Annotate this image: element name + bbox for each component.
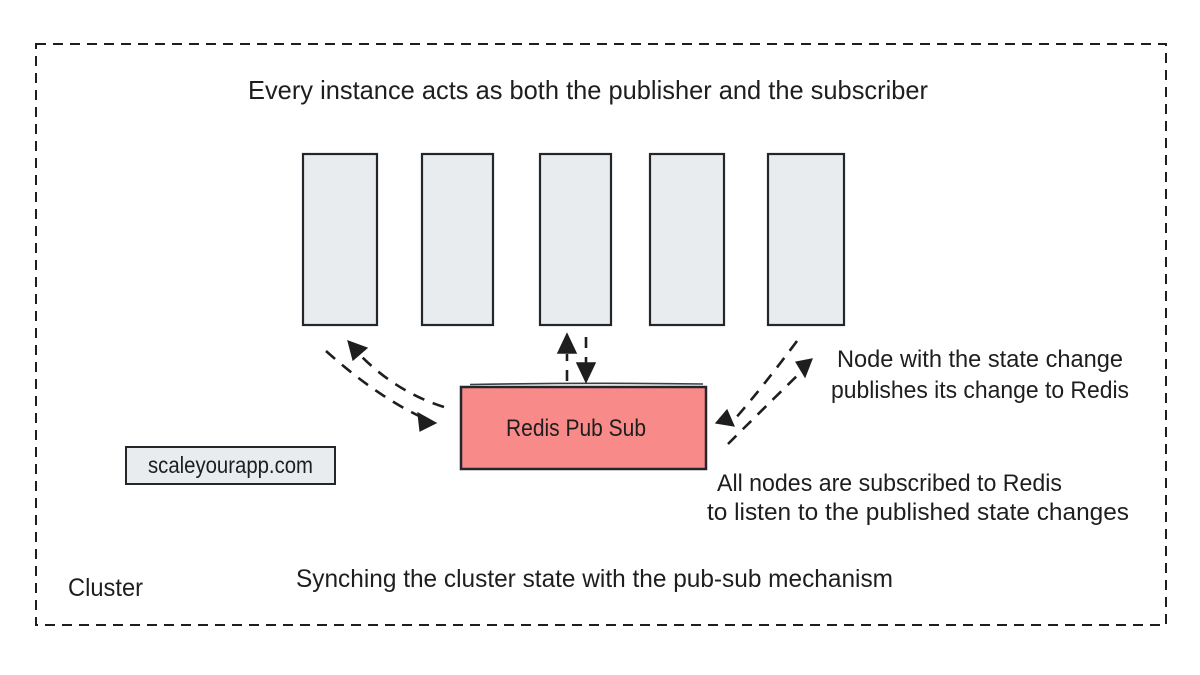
svg-text:All nodes are subscribed to Re: All nodes are subscribed to Redis: [717, 470, 1062, 497]
svg-text:Every instance acts as both th: Every instance acts as both the publishe…: [248, 75, 928, 105]
svg-text:publishes its change to Redis: publishes its change to Redis: [831, 377, 1129, 404]
svg-text:scaleyourapp.com: scaleyourapp.com: [148, 452, 313, 478]
svg-text:Redis Pub Sub: Redis Pub Sub: [506, 415, 646, 442]
svg-text:to listen to the published sta: to listen to the published state changes: [707, 499, 1129, 526]
svg-text:Cluster: Cluster: [68, 574, 143, 602]
svg-text:Synching the cluster state wit: Synching the cluster state with the pub-…: [296, 565, 893, 593]
svg-text:Node with the state change: Node with the state change: [837, 346, 1123, 373]
